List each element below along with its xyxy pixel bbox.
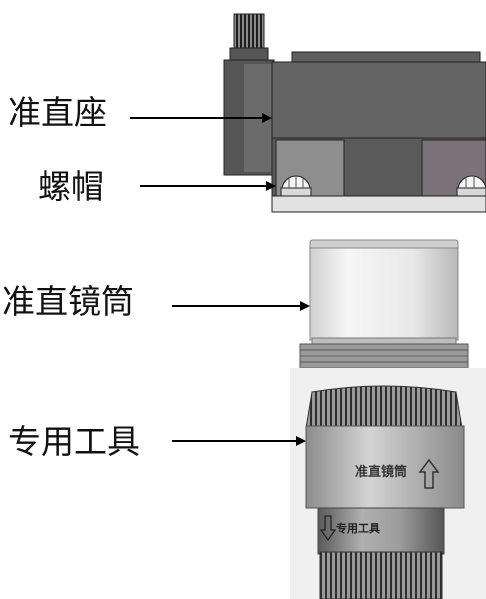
tube-body xyxy=(309,247,459,341)
collimator-tube xyxy=(299,239,469,371)
leader-seat-arrowhead xyxy=(262,113,272,123)
special-tool: 准直镜筒 专用工具 xyxy=(290,368,486,599)
label-collimator-seat: 准直座 xyxy=(8,93,107,132)
leader-tool-arrowhead xyxy=(296,436,306,446)
label-nut: 螺帽 xyxy=(38,167,104,206)
leader-tube-arrowhead xyxy=(300,301,310,311)
label-special-tool: 专用工具 xyxy=(8,422,140,461)
tool-lower-knurl xyxy=(319,551,443,599)
tool-marking-upper: 准直镜筒 xyxy=(355,464,407,480)
leader-nut-arrowhead xyxy=(266,181,276,191)
tool-marking-lower: 专用工具 xyxy=(336,521,380,535)
leader-lines xyxy=(130,113,310,446)
label-collimator-tube: 准直镜筒 xyxy=(2,282,134,321)
tool-neck xyxy=(317,507,445,555)
arrow-up-icon xyxy=(418,458,440,489)
seat-main-body xyxy=(271,61,486,143)
tool-label-band xyxy=(305,425,465,509)
collimator-seat xyxy=(223,13,486,213)
seat-base-plate xyxy=(271,195,486,213)
tool-upper-knurl xyxy=(305,385,463,429)
tube-thread xyxy=(299,343,469,371)
nut-left xyxy=(280,175,312,197)
arrow-down-icon xyxy=(319,515,337,542)
